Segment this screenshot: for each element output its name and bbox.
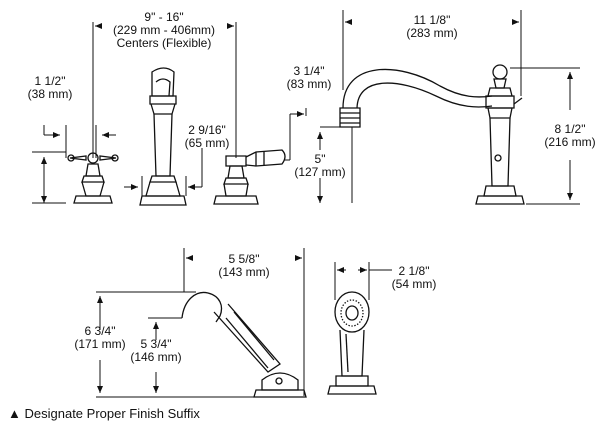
- spout-height-label-1: 8 1/2": [555, 122, 586, 136]
- center-handle-drawing: [139, 67, 187, 206]
- cross-handle-drawing: [67, 152, 119, 204]
- centers-label-2: (229 mm - 406mm): [113, 23, 215, 37]
- hand-shower-length-label-1: 5 5/8": [229, 252, 260, 266]
- hand-shower-holder-height-label-1: 5 3/4": [141, 337, 172, 351]
- hand-shower-front-drawing: [327, 291, 377, 395]
- spout-inlet-height-label-1: 5": [315, 152, 326, 166]
- hand-shower-side-drawing: [181, 291, 307, 398]
- spout-base-height-label-1: 3 1/4": [294, 64, 325, 78]
- hand-shower-face-width-label-2: (54 mm): [392, 277, 437, 291]
- lever-offset-label-1: 2 9/16": [188, 123, 226, 137]
- hand-shower-face-width-label-1: 2 1/8": [399, 264, 430, 278]
- finish-suffix-text: Designate Proper Finish Suffix: [24, 406, 200, 421]
- spout-reach-label-2: (283 mm): [406, 26, 457, 40]
- spout-drawing: [339, 64, 525, 205]
- cross-handle-width-label-1: 1 1/2": [35, 74, 66, 88]
- hand-shower-length-label-2: (143 mm): [218, 265, 269, 279]
- lever-offset-label-2: (65 mm): [185, 136, 230, 150]
- triangle-icon: ▲: [8, 406, 21, 421]
- hand-shower-height-label-2: (171 mm): [74, 337, 125, 351]
- spout-height-label-2: (216 mm): [544, 135, 595, 149]
- dimension-labels: 9" - 16" (229 mm - 406mm) Centers (Flexi…: [28, 10, 596, 364]
- finish-suffix-note: ▲ Designate Proper Finish Suffix: [8, 406, 200, 421]
- hand-shower-height-label-1: 6 3/4": [85, 324, 116, 338]
- spout-reach-label-1: 11 1/8": [414, 13, 451, 27]
- lever-handle-drawing: [213, 149, 286, 205]
- centers-label-3: Centers (Flexible): [117, 36, 212, 50]
- hand-shower-holder-height-label-2: (146 mm): [130, 350, 181, 364]
- centers-label-1: 9" - 16": [144, 10, 183, 24]
- spout-base-height-label-2: (83 mm): [287, 77, 332, 91]
- dimension-lines: [32, 10, 580, 398]
- spout-inlet-height-label-2: (127 mm): [294, 165, 345, 179]
- cross-handle-width-label-2: (38 mm): [28, 87, 73, 101]
